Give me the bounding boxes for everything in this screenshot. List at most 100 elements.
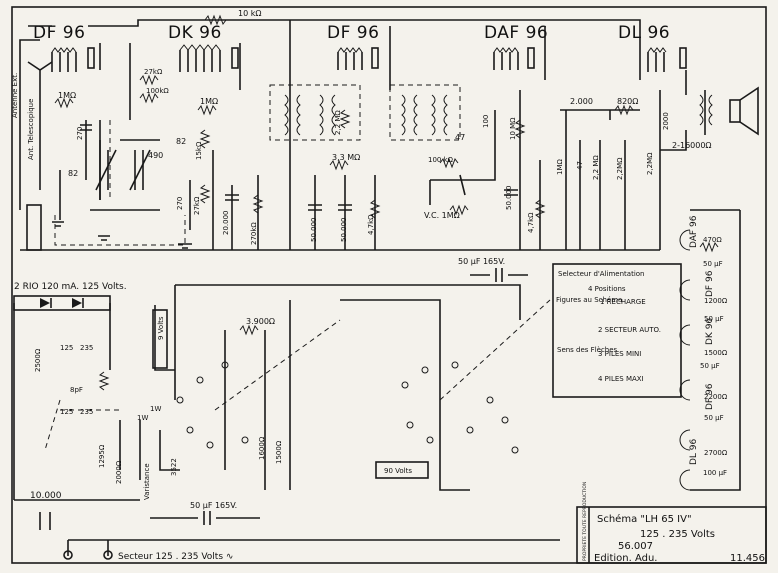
selector-positions: 4 Positions [588, 285, 626, 293]
title-volts: 125 . 235 Volts [640, 529, 715, 540]
label-ant-tel: Ant. Telescopique [27, 99, 35, 160]
side-label-df96-1: DF 96 [705, 270, 715, 297]
title-side-text: PROPRIETE TOUTE REPRODUCTION [582, 482, 588, 561]
selector-p1: 1 RECHARGE [600, 298, 646, 306]
label-v125-b: 125 [60, 408, 73, 416]
label-r-10m: 10 MΩ [509, 117, 517, 140]
dashed-coupling-1 [54, 120, 186, 246]
label-r-top: 10 kΩ [238, 9, 261, 18]
battery-9v [152, 309, 168, 369]
label-antenne: Antenne Ext. [11, 73, 19, 118]
cap-50000-c [504, 189, 518, 196]
label-r-1500s: 1500Ω [275, 440, 283, 464]
label-c-2000-a: 2.000 [570, 97, 593, 106]
output-wires [660, 70, 687, 151]
resistor-4-7k [369, 199, 381, 219]
label-r-2-2m: 2,2 MΩ [334, 110, 342, 135]
label-cap-bot: 50 μF 165V. [190, 501, 237, 510]
label-r-27k-a: 27kΩ [144, 68, 163, 76]
resistor-3-3m [329, 159, 349, 171]
mains-terminal-right [103, 550, 113, 560]
tube-label-df96-2: DF 96 [327, 23, 379, 43]
resistor-2500 [98, 371, 110, 391]
tube-symbol-df96-2 [337, 47, 379, 70]
label-c-50000-a: 50.000 [310, 218, 318, 243]
dashed-coupling-2 [44, 399, 120, 451]
label-r-15k: 15kΩ [195, 141, 203, 160]
label-c-490: 490 [148, 151, 163, 160]
label-r-1500: 1500Ω [704, 349, 728, 357]
label-r-1m-a: 1MΩ [58, 91, 76, 100]
resistor-47k [534, 199, 546, 219]
label-r-2500: 2500Ω [34, 348, 42, 372]
output-transformer [699, 90, 713, 135]
label-vc: V.C. 1MΩ [424, 211, 460, 220]
cap-mid [470, 268, 528, 282]
label-r-47k: 4,7kΩ [527, 212, 535, 233]
left-rail [19, 39, 40, 210]
resistor-1m-b [197, 104, 217, 116]
tube-symbol-df96-1 [51, 47, 95, 72]
psu-wires [13, 303, 140, 501]
label-r-2200: 2200Ω [704, 393, 728, 401]
label-c-50-c: 50 μF [700, 362, 720, 370]
resistor-3900 [239, 324, 259, 336]
if-transformer-1 [269, 84, 361, 141]
switch-contacts [176, 361, 519, 454]
label-c-270-c: 270 [176, 197, 184, 210]
side-label-df96-2: DF 96 [705, 383, 715, 410]
resistor-top [204, 14, 227, 26]
label-r-27k-b: 27kΩ [193, 196, 201, 215]
resistor-15k [199, 129, 211, 149]
label-r-3-3m: 3,3 MΩ [332, 153, 360, 162]
title-block [576, 506, 767, 564]
label-r-100k-b: 100 kΩ [428, 156, 454, 164]
label-r-1-2m: 2,2MΩ [616, 157, 624, 180]
label-v125-a: 125 [60, 344, 73, 352]
tube-label-df96-1: DF 96 [33, 23, 85, 43]
label-c-47: 47 [455, 133, 465, 142]
side-label-dl96: DL 96 [689, 438, 699, 465]
antenna-wire [27, 61, 53, 190]
tube-label-dk96: DK 96 [168, 23, 222, 43]
label-volts90: 90 Volts [384, 467, 412, 475]
label-c-50-b: 50 μF [704, 315, 724, 323]
cap-50000-a [308, 204, 322, 211]
label-c-100: 100 [482, 115, 490, 128]
label-speaker: 2-16000Ω [672, 141, 712, 150]
resistor-27k-b [199, 184, 211, 204]
tube-symbol-daf96 [493, 47, 535, 70]
top-bus-wire [28, 19, 641, 52]
resistor-820 [614, 104, 634, 116]
label-r-1m-c: 1MΩ [556, 159, 564, 175]
label-r-270k: 270kΩ [250, 222, 258, 245]
label-r-4-7k: 4,7kΩ [367, 214, 375, 235]
resistor-100k-b [439, 157, 459, 169]
label-c-50000-c: 50.000 [505, 186, 513, 211]
label-r-3900: 3.900Ω [246, 317, 275, 326]
label-r-1600: 1600Ω [258, 436, 266, 460]
selector-p3: 3 PILES MINI [598, 350, 641, 358]
label-c-82-b: 82 [176, 137, 186, 146]
resistor-270k [252, 194, 264, 214]
daf-dl-vertical-wires [519, 90, 626, 250]
cap-bottom-left [39, 512, 51, 530]
label-w2: 1W [150, 405, 161, 413]
filament-arcs [679, 229, 691, 491]
label-c-270-a: 270 [76, 127, 84, 140]
tube-label-dl96: DL 96 [618, 23, 670, 43]
label-c-100uf: 100 μF [703, 469, 727, 477]
label-v235-a: 235 [80, 344, 93, 352]
selector-figures: Figures au Schéma [556, 296, 622, 304]
diode-icons [40, 298, 84, 308]
mains-wires [67, 539, 560, 556]
resistor-470 [699, 241, 719, 253]
label-secteur: Secteur 125 . 235 Volts ∿ [118, 552, 233, 562]
title-schema: Schéma "LH 65 IV" [597, 513, 692, 525]
title-ref: 56.007 [618, 541, 653, 552]
filament-chain [690, 209, 741, 491]
tuning-capacitor [95, 139, 160, 200]
dk96-cathode-wires [189, 150, 214, 250]
label-diode: 2 RIO 120 mA. 125 Volts. [14, 282, 127, 292]
